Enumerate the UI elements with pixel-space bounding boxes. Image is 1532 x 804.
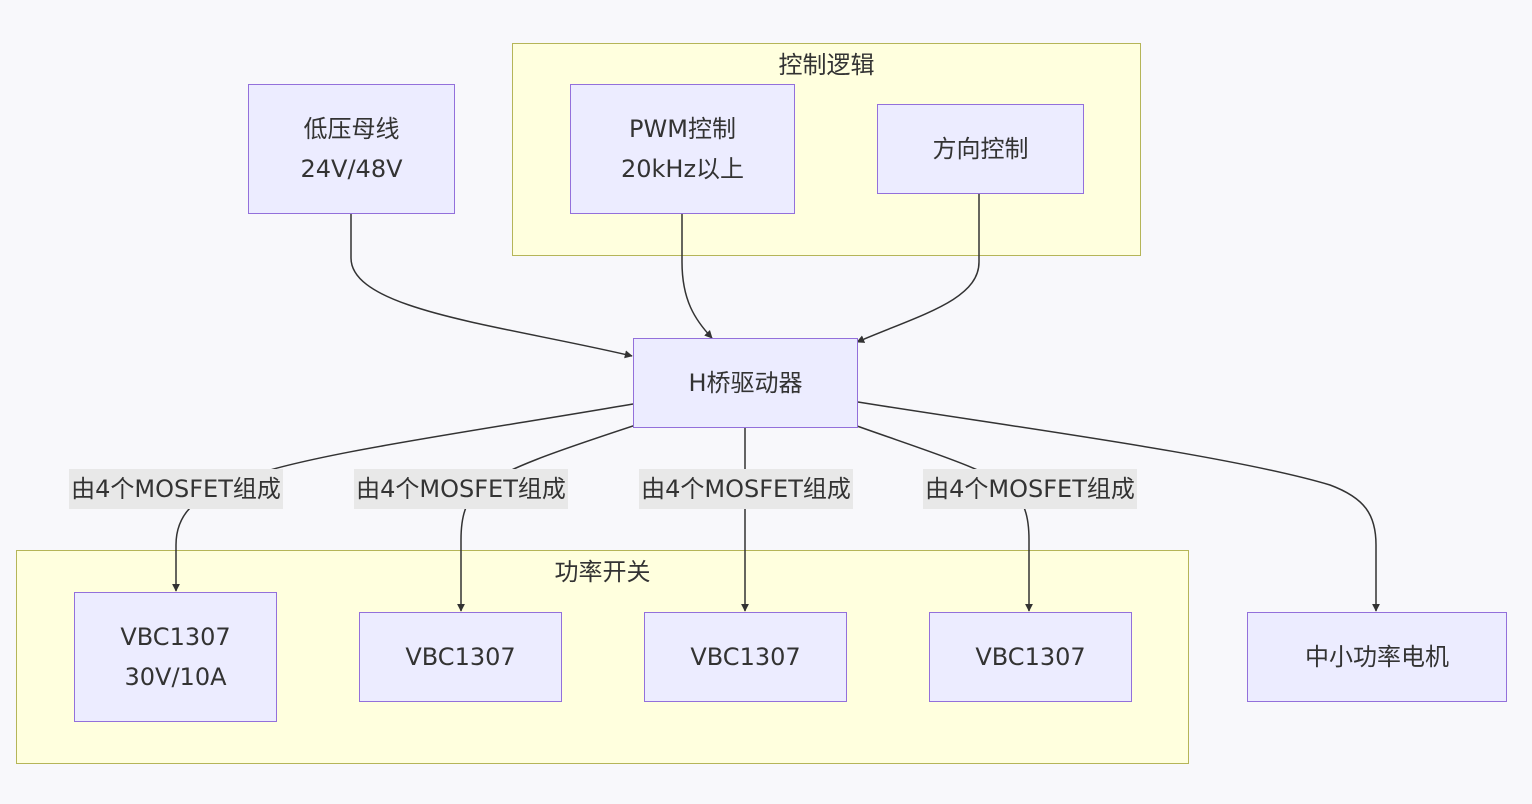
- node-low-voltage-bus-line2: 24V/48V: [300, 155, 403, 183]
- node-mosfet-3: VBC1307: [644, 612, 847, 702]
- node-pwm-control-line2: 20kHz以上: [620, 155, 745, 183]
- node-mosfet-4-line1: VBC1307: [975, 643, 1086, 671]
- node-pwm-control-line1: PWM控制: [629, 115, 736, 143]
- cluster-control-logic-title: 控制逻辑: [778, 51, 875, 79]
- edge-driver-to-motor: [857, 401, 1380, 612]
- edge-driver-to-mos2: [457, 424, 637, 612]
- node-mosfet-4: VBC1307: [929, 612, 1132, 702]
- node-low-voltage-bus: 低压母线 24V/48V: [248, 84, 455, 214]
- edge-label-mos2: 由4个MOSFET组成: [354, 469, 568, 509]
- edge-label-mos3: 由4个MOSFET组成: [639, 469, 853, 509]
- node-mosfet-1-line2: 30V/10A: [124, 663, 227, 691]
- edge-bus-to-driver: [350, 214, 633, 359]
- node-h-bridge-driver: H桥驱动器: [633, 338, 858, 428]
- node-motor-line1: 中小功率电机: [1305, 643, 1449, 671]
- node-mosfet-1: VBC1307 30V/10A: [74, 592, 277, 722]
- node-mosfet-1-line1: VBC1307: [120, 623, 231, 651]
- node-low-voltage-bus-line1: 低压母线: [303, 115, 400, 143]
- node-mosfet-2: VBC1307: [359, 612, 562, 702]
- edge-label-mos4: 由4个MOSFET组成: [923, 469, 1137, 509]
- edge-pwm-to-driver: [681, 214, 713, 339]
- cluster-power-switch-title: 功率开关: [554, 558, 651, 586]
- node-pwm-control: PWM控制 20kHz以上: [570, 84, 795, 214]
- edge-direction-to-driver: [856, 194, 980, 343]
- edge-driver-to-mos4: [856, 425, 1033, 612]
- node-direction-control: 方向控制: [877, 104, 1084, 194]
- node-motor: 中小功率电机: [1247, 612, 1507, 702]
- node-mosfet-2-line1: VBC1307: [405, 643, 516, 671]
- node-direction-control-line1: 方向控制: [932, 135, 1029, 163]
- node-h-bridge-driver-line1: H桥驱动器: [688, 369, 803, 397]
- edge-driver-to-mos1: [172, 403, 634, 592]
- edge-label-mos1: 由4个MOSFET组成: [69, 469, 283, 509]
- node-mosfet-3-line1: VBC1307: [690, 643, 801, 671]
